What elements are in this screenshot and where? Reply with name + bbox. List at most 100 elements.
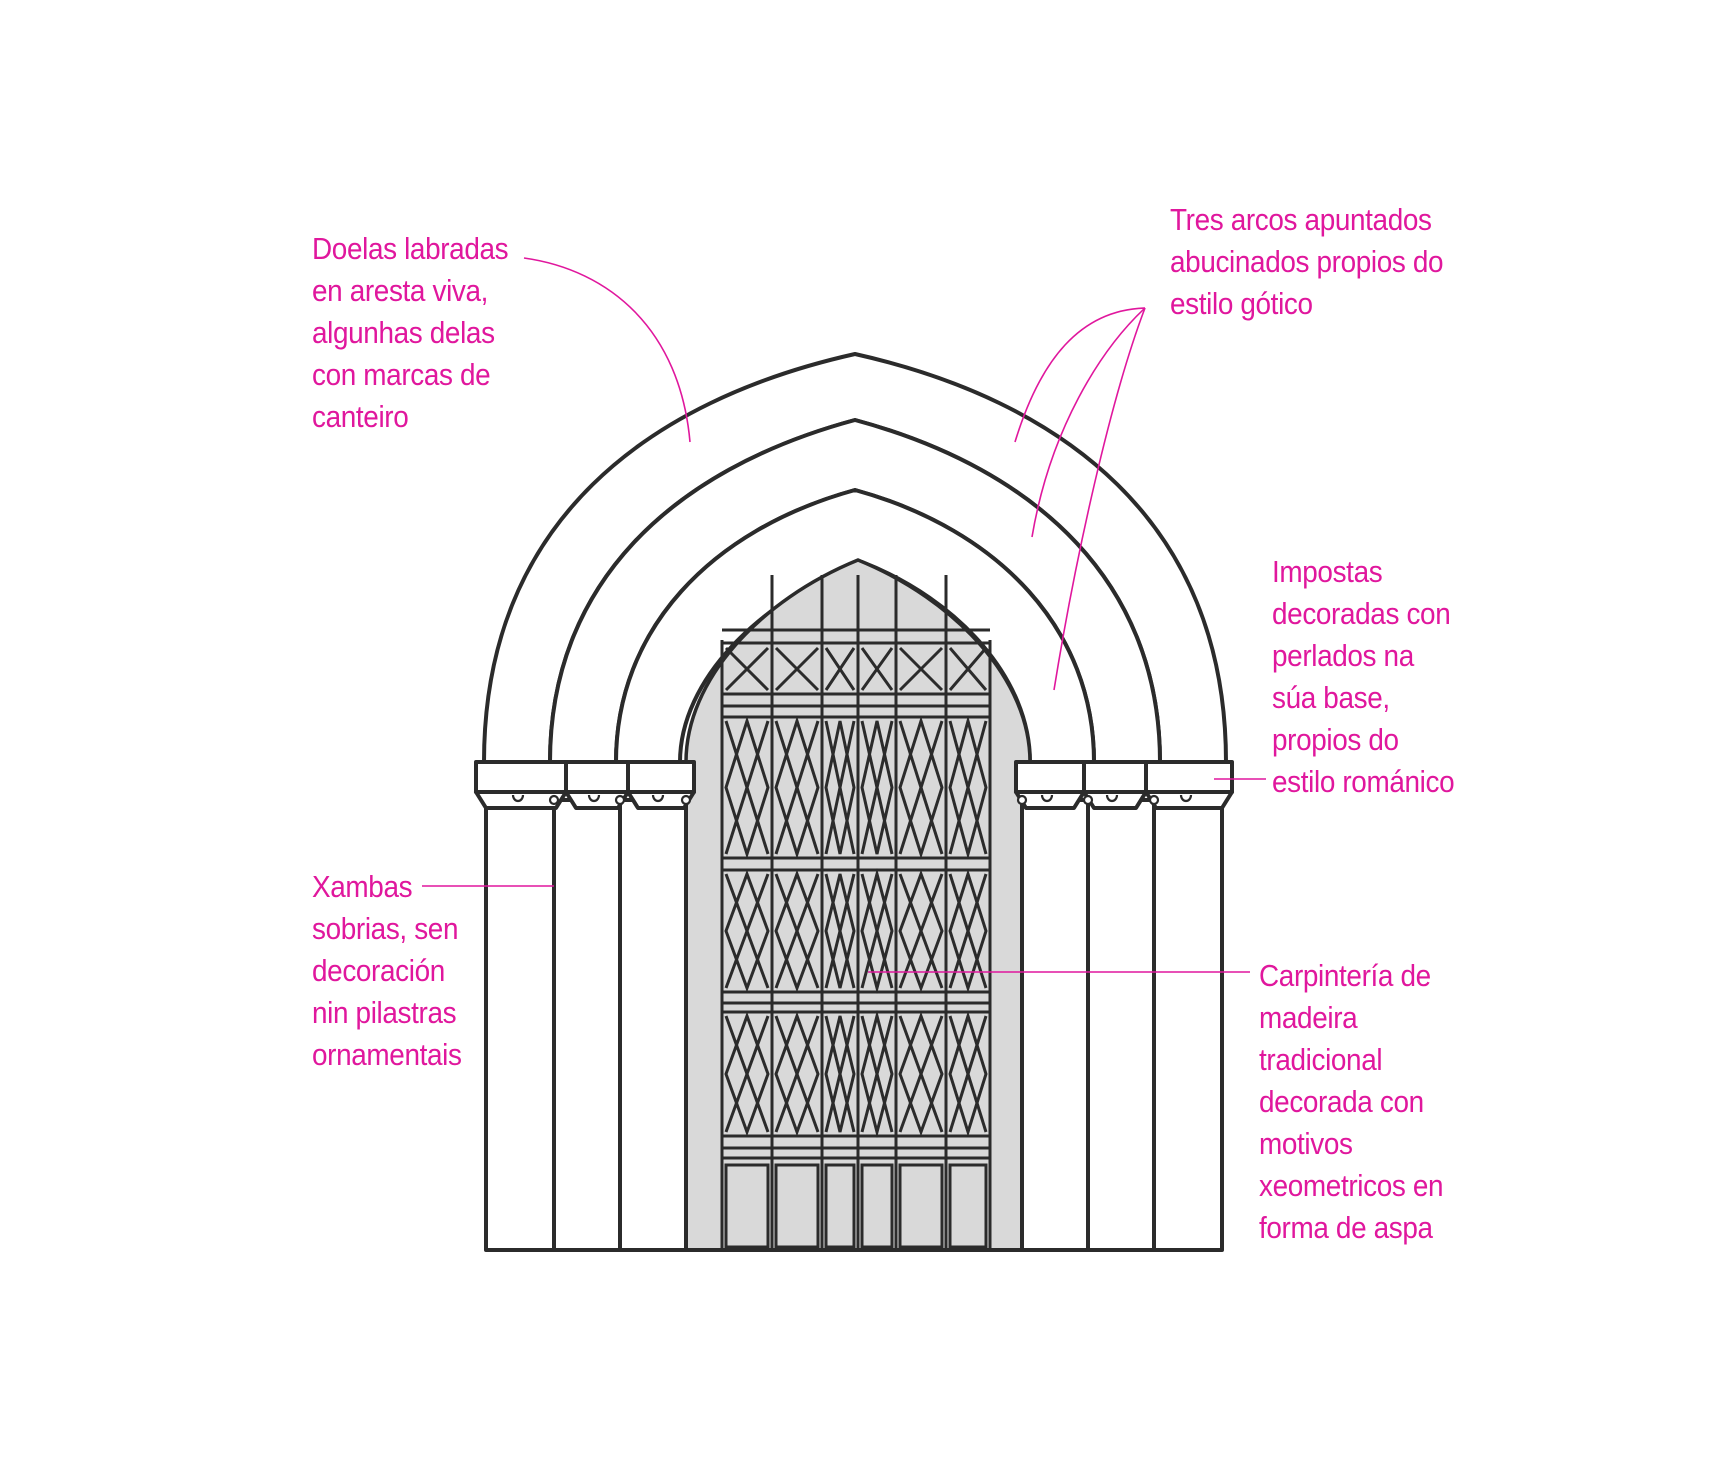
- door-aspa: [898, 873, 923, 932]
- impost-bead: [651, 794, 665, 803]
- door-aspa: [724, 1015, 749, 1075]
- door-diamond: [898, 869, 944, 993]
- door-aspa: [745, 873, 770, 932]
- impost-block: [626, 760, 696, 794]
- label-line: Doelas labradas: [312, 231, 509, 266]
- label-line: perlados na: [1272, 638, 1414, 673]
- impost-block: [474, 760, 568, 794]
- door-aspa: [724, 873, 749, 932]
- door-aspa: [724, 787, 749, 855]
- leader-doelas: [523, 257, 691, 443]
- door-aspa: [724, 720, 749, 788]
- door-aspa: [898, 646, 944, 692]
- door-diamond: [824, 1015, 856, 1133]
- door-aspa: [724, 930, 749, 989]
- door-aspa: [860, 720, 879, 788]
- door-aspa: [898, 720, 923, 788]
- door-aspa: [966, 930, 988, 989]
- impost-bead: [1105, 794, 1119, 803]
- impost-bead: [587, 794, 601, 803]
- door-aspa: [774, 1073, 799, 1133]
- door-aspa: [948, 1073, 970, 1133]
- door-diamond: [948, 869, 988, 993]
- door-diamond: [860, 868, 894, 994]
- impost-bead: [1040, 794, 1054, 803]
- door-aspa: [875, 787, 894, 855]
- door-diamond: [948, 1010, 988, 1138]
- door-aspa: [860, 1073, 879, 1133]
- label-line: nin pilastras: [312, 995, 457, 1030]
- door-aspa: [795, 873, 820, 932]
- door-aspa: [919, 1073, 944, 1133]
- door-aspa: [875, 930, 894, 989]
- label-line: estilo gótico: [1170, 286, 1313, 321]
- jamb-right-1: [1020, 798, 1090, 1252]
- door-aspa: [919, 873, 944, 932]
- door-aspa: [838, 720, 856, 788]
- door-diamond: [774, 1011, 820, 1137]
- door-lower-panel: [948, 1163, 988, 1249]
- label-line: Tres arcos apuntados: [1170, 202, 1432, 237]
- door-aspa: [919, 1015, 944, 1075]
- door-aspa: [948, 647, 988, 691]
- label-doelas: Doelas labradas en aresta viva, algunhas…: [312, 228, 509, 438]
- impost-bead: [1179, 794, 1193, 803]
- label-line: xeometricos en: [1259, 1168, 1444, 1203]
- door-aspa: [948, 1015, 970, 1075]
- door-diamond: [898, 716, 944, 859]
- door-aspa: [860, 1015, 879, 1075]
- door-aspa: [774, 787, 799, 855]
- door-diamond: [774, 869, 820, 993]
- door-diamond: [860, 720, 894, 855]
- label-line: en aresta viva,: [312, 273, 489, 308]
- door-lower-panel: [860, 1163, 894, 1249]
- door-diamond: [824, 720, 856, 855]
- leader-arco-2: [1031, 307, 1146, 538]
- jamb-left-2: [552, 798, 622, 1252]
- label-xambas: Xambas sobrias, sen decoración nin pilas…: [312, 866, 462, 1076]
- door-aspa: [824, 930, 842, 989]
- jamb-right-2: [1086, 798, 1156, 1252]
- door-aspa: [838, 787, 856, 855]
- door-aspa: [966, 720, 988, 788]
- impost-bead: [1148, 794, 1160, 806]
- impost-block: [1014, 760, 1086, 794]
- label-line: decoradas con: [1272, 596, 1451, 631]
- door-diamond: [948, 715, 988, 860]
- door-aspa: [838, 873, 856, 932]
- door-aspa: [795, 1073, 820, 1133]
- door-aspa: [745, 1015, 770, 1075]
- door-aspa: [948, 787, 970, 855]
- door-aspa: [860, 873, 879, 932]
- door-aspa: [898, 787, 923, 855]
- door-lower-panel: [898, 1163, 944, 1249]
- label-line: ornamentais: [312, 1037, 462, 1072]
- door-aspa: [860, 787, 879, 855]
- door-aspa: [919, 720, 944, 788]
- impost-bead: [511, 794, 525, 803]
- door-aspa: [875, 1015, 894, 1075]
- door-aspa: [795, 1015, 820, 1075]
- door-aspa: [838, 1073, 856, 1133]
- label-line: con marcas de: [312, 357, 491, 392]
- door-aspa: [948, 930, 970, 989]
- impost-bead: [548, 794, 560, 806]
- jamb-right-3: [1152, 798, 1224, 1252]
- label-arcos: Tres arcos apuntados abucinados propios …: [1170, 199, 1444, 325]
- leader-arco-1: [1014, 307, 1146, 443]
- door-aspa: [838, 930, 856, 989]
- door-aspa: [745, 720, 770, 788]
- door-aspa: [919, 930, 944, 989]
- door-aspa: [774, 720, 799, 788]
- door-aspa: [724, 646, 770, 692]
- door-aspa: [966, 873, 988, 932]
- door-diamond: [724, 1011, 770, 1137]
- label-line: Xambas: [312, 869, 413, 904]
- jamb-left-3: [618, 798, 688, 1252]
- label-line: tradicional: [1259, 1042, 1383, 1077]
- label-line: decorada con: [1259, 1084, 1424, 1119]
- door-aspa: [774, 646, 820, 692]
- label-line: súa base,: [1272, 680, 1390, 715]
- door-aspa: [948, 720, 970, 788]
